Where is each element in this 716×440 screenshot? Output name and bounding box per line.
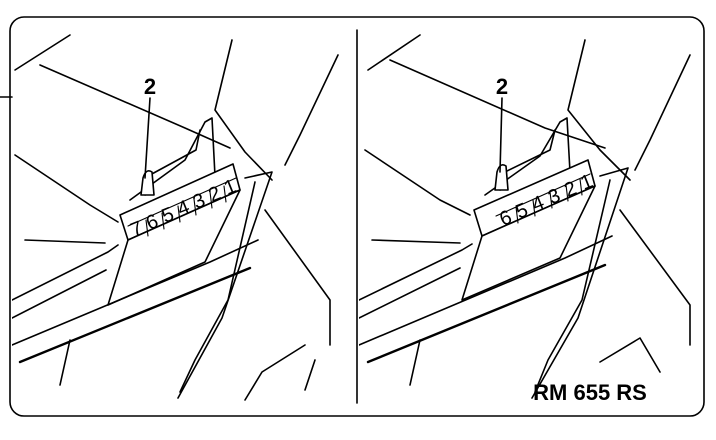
housing-line <box>634 54 691 171</box>
left-panel: 7 6 5 4 3 2 1 2 <box>12 34 339 401</box>
lever <box>140 170 155 196</box>
housing-line <box>14 34 71 71</box>
housing-line <box>364 149 471 216</box>
housing-curve <box>534 179 611 393</box>
model-label: RM 655 RS <box>533 380 647 405</box>
housing-line <box>567 39 631 181</box>
callout-2: 2 <box>144 74 156 99</box>
right-panel: 6 5 4 3 2 1 2 RM 655 RS <box>359 34 691 405</box>
deck-line <box>12 244 119 301</box>
callout-leader <box>144 97 151 179</box>
housing-curve <box>179 181 256 393</box>
housing-line <box>284 54 339 166</box>
housing-curve <box>599 337 661 373</box>
selector-front <box>107 189 241 306</box>
deck-line <box>359 267 461 319</box>
housing-curve <box>264 209 331 346</box>
deck-line <box>359 235 613 346</box>
outer-frame <box>9 16 705 417</box>
deck-line <box>12 269 107 319</box>
selector-front <box>461 185 596 301</box>
deck-line <box>59 339 71 386</box>
callout-2: 2 <box>496 74 508 99</box>
deck-edge <box>18 266 252 364</box>
housing-curve <box>177 171 273 399</box>
housing-curve <box>619 209 691 346</box>
housing-line <box>389 59 606 149</box>
lever <box>494 164 509 191</box>
deck-line <box>409 339 421 386</box>
housing-line <box>367 34 421 71</box>
callout-leader <box>499 97 503 173</box>
housing-line <box>14 154 119 223</box>
deck-line <box>359 243 473 301</box>
deck-edge <box>366 263 607 364</box>
housing-line <box>39 64 231 149</box>
deck-line <box>12 239 259 346</box>
housing-line <box>24 239 106 244</box>
housing-line <box>371 239 461 244</box>
housing-curve <box>531 167 629 399</box>
housing-curve <box>244 344 306 401</box>
housing-curve <box>304 359 316 391</box>
housing-line <box>214 39 273 181</box>
